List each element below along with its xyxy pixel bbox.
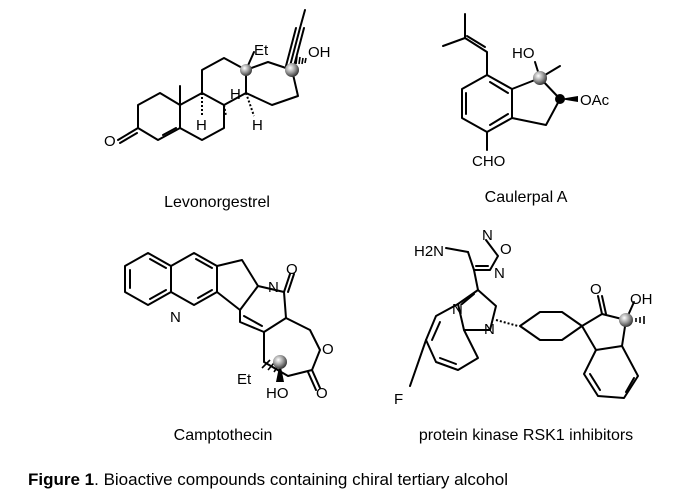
figure-caption-text: . Bioactive compounds containing chiral …: [94, 470, 508, 489]
levonorgestrel-ketone-o-label: O: [104, 133, 116, 150]
levonorgestrel-name: Levonorgestrel: [164, 194, 270, 211]
caulerpal-name: Caulerpal A: [485, 189, 568, 206]
rsk1-o-ketone-label: O: [590, 281, 602, 298]
camptothecin-o-carbonyl-label: O: [316, 385, 328, 402]
levonorgestrel-structure: [117, 9, 307, 144]
rsk1-o-oxadiazole-label: O: [500, 241, 512, 258]
caulerpal-cho-label: CHO: [472, 153, 505, 170]
camptothecin-et-label: Et: [237, 371, 252, 388]
rsk1-n-imidazole-label-2: N: [484, 321, 495, 338]
rsk1-oh-label: OH: [630, 291, 653, 308]
camptothecin-o-amide-label: O: [286, 261, 298, 278]
rsk1-f-label: F: [394, 391, 403, 408]
figure-caption: Figure 1. Bioactive compounds containing…: [28, 470, 508, 489]
levonorgestrel-h-label-1: H: [196, 117, 207, 134]
camptothecin-n-quinoline-label: N: [170, 309, 181, 326]
rsk1-n-oxadiazole-label-2: N: [494, 265, 505, 282]
rsk1-n-oxadiazole-label-1: N: [482, 227, 493, 244]
rsk1-n-imidazole-label-1: N: [452, 301, 463, 318]
figure-label: Figure 1: [28, 470, 94, 489]
levonorgestrel-h-label-3: H: [252, 117, 263, 134]
levonorgestrel-et-label: Et: [254, 42, 269, 59]
camptothecin-name: Camptothecin: [174, 427, 273, 444]
rsk1-inhibitor-structure: [409, 239, 645, 399]
camptothecin-ho-label: HO: [266, 385, 289, 402]
camptothecin-structure: [124, 252, 321, 391]
caulerpal-a-structure: [442, 13, 578, 151]
caulerpal-ho-label: HO: [512, 45, 535, 62]
camptothecin-n-ring-label: N: [268, 279, 279, 296]
rsk1-name: protein kinase RSK1 inhibitors: [419, 427, 633, 444]
levonorgestrel-oh-label: OH: [308, 44, 331, 61]
camptothecin-o-lactone-label: O: [322, 341, 334, 358]
caulerpal-oac-label: OAc: [580, 92, 610, 109]
rsk1-h2n-label: H2N: [414, 243, 444, 260]
levonorgestrel-h-label-2: H: [230, 86, 241, 103]
